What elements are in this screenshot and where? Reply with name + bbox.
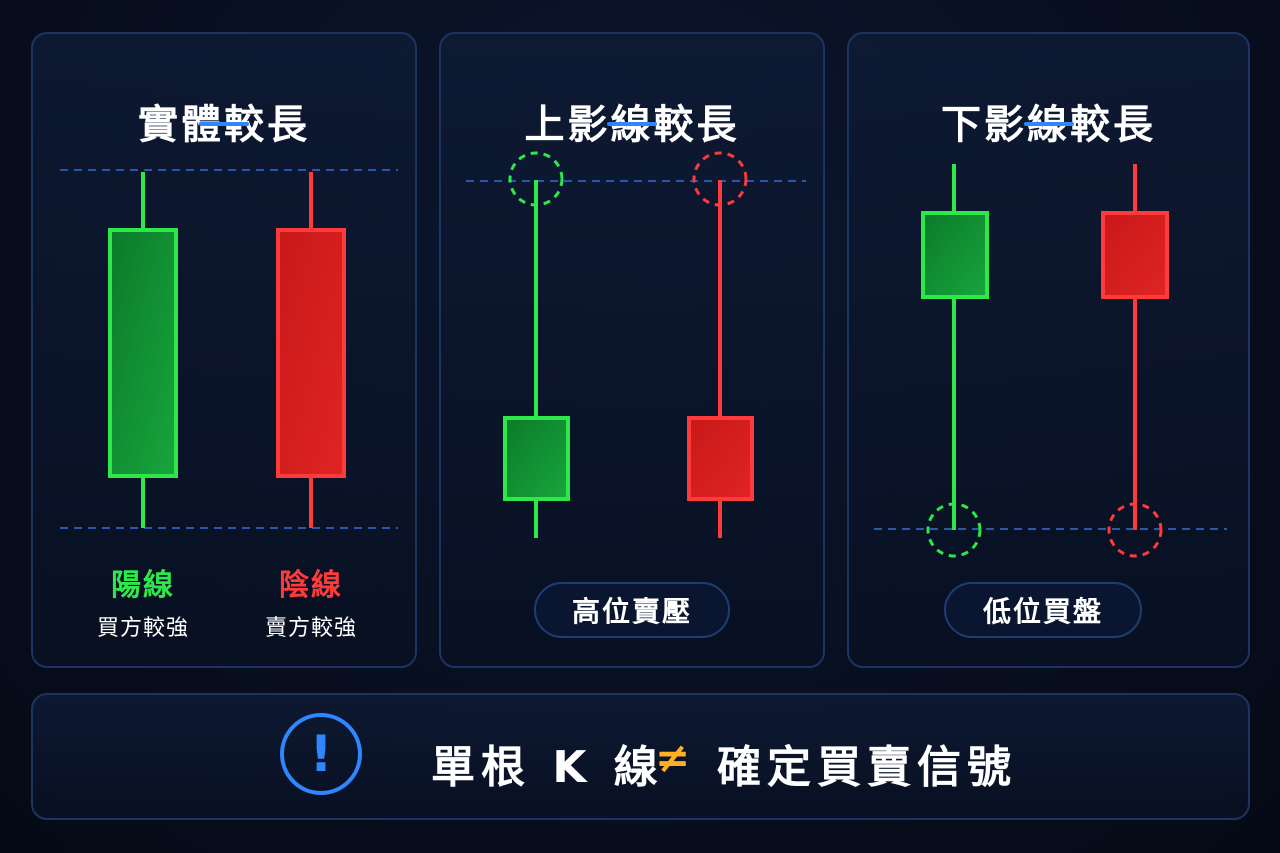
- single-candle-text: 單根 K 線: [431, 742, 664, 793]
- low-marker-circle: [926, 502, 982, 558]
- not-equal-symbol: ≠: [655, 733, 691, 782]
- low-marker-circle: [1107, 502, 1163, 558]
- bearish-description: 賣方較強: [264, 616, 357, 641]
- trade-signal-text: 確定買賣信號: [717, 742, 1017, 793]
- lower-shadow-illustration: [874, 164, 1227, 558]
- long-body-illustration: [60, 169, 398, 529]
- long-body-panel: 實體較長 陽線 買方較強 陰線 賣方較強: [31, 32, 417, 668]
- long-lower-shadow-panel: 下影線較長 低位買盤: [847, 32, 1250, 668]
- bearish-candle: [276, 172, 346, 528]
- bearish-shooting-candle: [687, 151, 754, 538]
- long-upper-shadow-panel: 上影線較長 高位賣壓: [439, 32, 825, 668]
- title-underline: [1023, 122, 1074, 126]
- low-buying-tag: 低位買盤: [944, 582, 1142, 638]
- bullish-shooting-candle: [503, 151, 570, 538]
- bullish-candle: [108, 172, 178, 528]
- high-marker-circle: [508, 151, 564, 207]
- title-underline: [199, 122, 249, 126]
- bullish-hammer-candle: [921, 164, 989, 558]
- upper-shadow-illustration: [466, 151, 806, 538]
- bullish-label: 陽線: [111, 568, 175, 603]
- title-underline: [607, 122, 657, 126]
- bearish-label: 陰線: [279, 568, 343, 603]
- exclamation-icon: !: [280, 713, 362, 795]
- warning-banner: ! 單根 K 線 ≠ 確定買賣信號: [31, 693, 1250, 820]
- high-marker-circle: [692, 151, 748, 207]
- high-selling-pressure-tag: 高位賣壓: [534, 582, 730, 638]
- bullish-description: 買方較強: [96, 616, 189, 641]
- bearish-hammer-candle: [1101, 164, 1169, 558]
